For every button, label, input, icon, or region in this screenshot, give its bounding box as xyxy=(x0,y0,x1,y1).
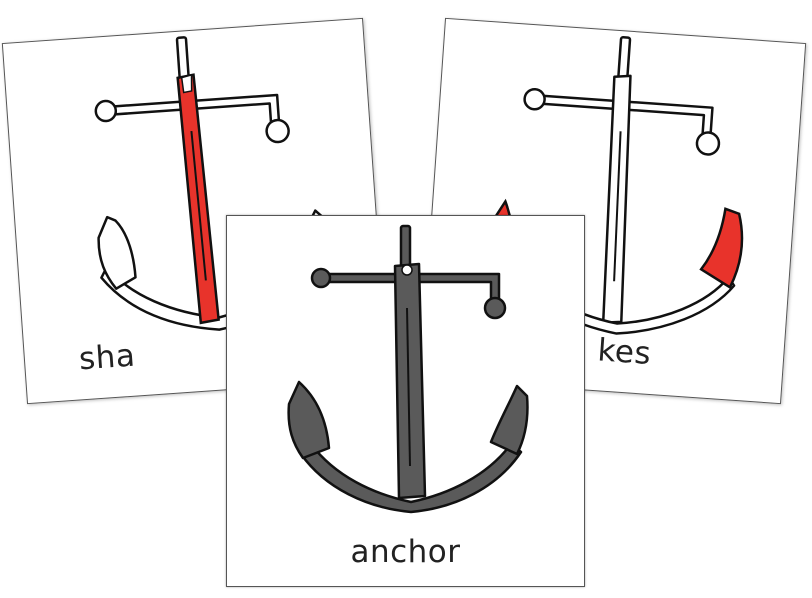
card-anchor: anchor xyxy=(226,215,585,587)
card-label-anchor: anchor xyxy=(350,534,461,570)
anchor-illustration xyxy=(287,224,529,514)
right-fluke-highlight xyxy=(699,207,744,290)
